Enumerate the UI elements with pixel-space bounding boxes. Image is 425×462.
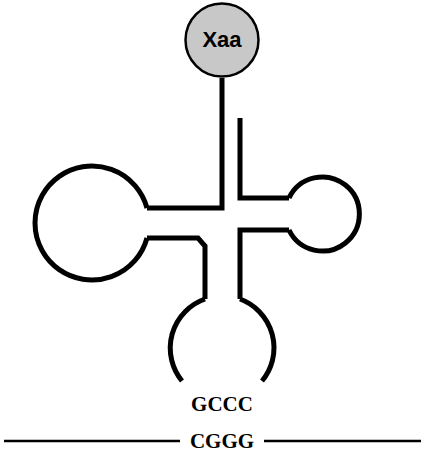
circle-shape [186, 4, 259, 77]
acceptor-stem-5prime [147, 78, 222, 208]
amino-acid-name: Xaa [202, 27, 241, 53]
anticodon-sequence: GCCC [188, 394, 256, 415]
anticodon-loop-right [240, 299, 274, 381]
t-loop [289, 177, 359, 251]
d-loop [35, 166, 147, 280]
amino-acid-circle: Xaa [184, 2, 260, 78]
mrna-strand-right [264, 440, 421, 443]
anticodon-loop-left [170, 299, 205, 381]
mrna-strand-left [4, 440, 180, 443]
codon-sequence: CGGG [187, 431, 257, 452]
acceptor-stem-3prime [240, 118, 289, 198]
t-stem-lower [240, 230, 289, 299]
d-stem-lower [147, 238, 205, 299]
